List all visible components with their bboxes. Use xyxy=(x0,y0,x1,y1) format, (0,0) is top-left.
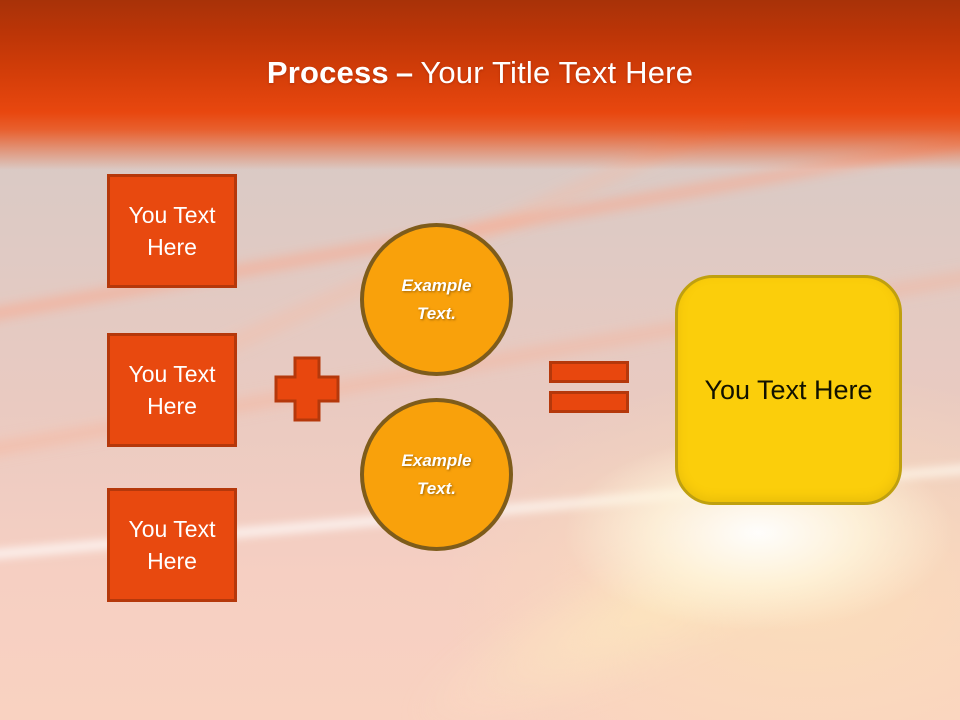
title-separator: – xyxy=(395,55,414,90)
result-box-label: You Text Here xyxy=(704,374,873,405)
example-circle-1-label: Example Text. xyxy=(401,276,472,323)
result-box: You Text Here xyxy=(675,275,902,505)
equals-bar-bottom xyxy=(549,391,629,413)
input-box-1-label: You Text Here xyxy=(128,201,216,260)
slide-title: Process–Your Title Text Here xyxy=(0,55,960,91)
input-box-2: You Text Here xyxy=(107,333,237,447)
input-box-1: You Text Here xyxy=(107,174,237,288)
input-box-3-label: You Text Here xyxy=(128,515,216,574)
input-box-2-label: You Text Here xyxy=(128,360,216,419)
title-banner xyxy=(0,0,960,170)
title-subtitle: Your Title Text Here xyxy=(420,55,694,90)
example-circle-2-label: Example Text. xyxy=(401,451,472,498)
example-circle-2: Example Text. xyxy=(360,398,513,551)
input-box-3: You Text Here xyxy=(107,488,237,602)
plus-icon xyxy=(274,356,340,422)
equals-icon xyxy=(549,361,629,413)
example-circle-1: Example Text. xyxy=(360,223,513,376)
title-keyword: Process xyxy=(266,55,389,90)
equals-bar-top xyxy=(549,361,629,383)
